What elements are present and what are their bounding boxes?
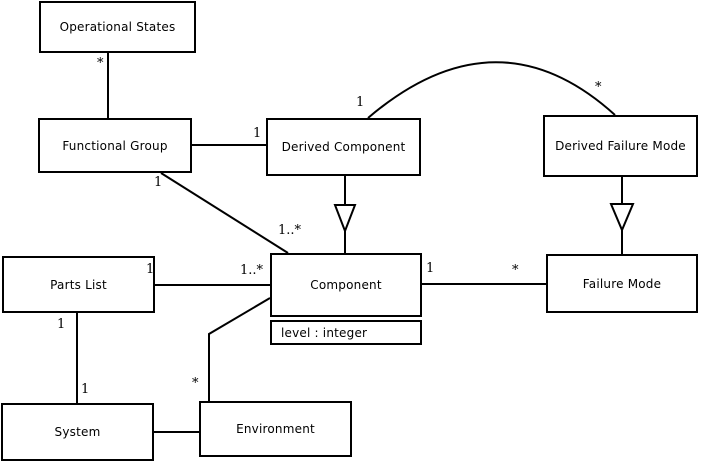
class-name: Parts List [50, 277, 107, 292]
class-failure-mode[interactable]: Failure Mode [546, 254, 698, 313]
class-functional-group[interactable]: Functional Group [38, 118, 192, 173]
class-derived-component[interactable]: Derived Component [266, 118, 421, 176]
class-name: Environment [236, 422, 315, 436]
multiplicity-fg-component-near: 1 [154, 175, 163, 190]
multiplicity-derivedcomponent-derivedfailuremode-left: 1 [356, 95, 365, 110]
generalization-arrow-icon [333, 204, 357, 234]
class-operational-states[interactable]: Operational States [39, 1, 196, 53]
multiplicity-fg-derivedcomponent: 1 [253, 126, 262, 141]
class-system[interactable]: System [1, 403, 154, 461]
class-attribute-compartment: level : integer [270, 320, 422, 345]
multiplicity-partslist-system-near: 1 [57, 317, 66, 332]
class-name: Functional Group [62, 138, 168, 153]
edge-component-environment [208, 297, 271, 401]
edge-derivedcomponent-derivedfailuremode [367, 61, 616, 119]
class-component[interactable]: Component level : integer [270, 253, 422, 345]
multiplicity-component-environment: * [192, 376, 199, 391]
edge-functionalgroup-component [160, 172, 289, 254]
class-name: Operational States [59, 20, 176, 34]
multiplicity-component-failuremode-far: * [512, 263, 519, 278]
multiplicity-partslist-component-far: 1..* [240, 263, 264, 278]
multiplicity-partslist-component-near: 1 [146, 262, 155, 277]
class-name-compartment: Component [270, 253, 422, 317]
class-name: Component [310, 278, 382, 292]
class-name: Derived Component [281, 140, 406, 154]
multiplicity-fg-component-far: 1..* [278, 223, 302, 238]
multiplicity-component-failuremode-near: 1 [426, 261, 435, 276]
generalization-arrow-icon [609, 203, 635, 233]
class-derived-failure-mode[interactable]: Derived Failure Mode [543, 115, 698, 177]
class-name: Failure Mode [582, 276, 662, 291]
multiplicity-partslist-system-far: 1 [81, 382, 90, 397]
class-name: Derived Failure Mode [555, 139, 686, 153]
class-parts-list[interactable]: Parts List [2, 256, 155, 313]
multiplicity-derivedcomponent-derivedfailuremode-right: * [595, 80, 602, 95]
class-environment[interactable]: Environment [199, 401, 352, 457]
class-attribute: level : integer [281, 325, 368, 340]
class-name: System [54, 425, 101, 439]
multiplicity-opstates-fg: * [97, 56, 104, 71]
